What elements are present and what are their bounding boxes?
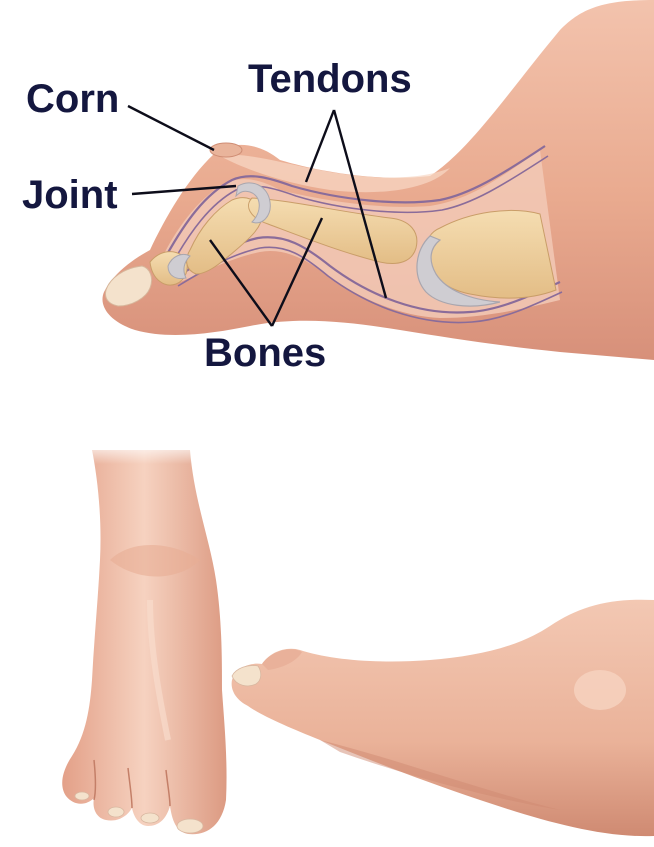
leg-fade (88, 440, 198, 464)
tendons-label: Tendons (248, 57, 412, 101)
foot-top-skin (62, 450, 226, 834)
ankle-bone-highlight (574, 670, 626, 710)
foot-side-view (232, 600, 654, 836)
foot-top-view (62, 440, 226, 834)
joint-label: Joint (22, 173, 118, 217)
bones-label: Bones (204, 331, 326, 375)
third-toenail (108, 807, 124, 817)
foot-side-skin (232, 600, 654, 836)
corn-label: Corn (26, 77, 119, 121)
hammer-toe-cutaway: Corn Tendons Joint Bones (22, 0, 654, 375)
second-toenail (141, 813, 159, 823)
corn-lesion (210, 143, 242, 157)
corn-leader (128, 106, 214, 150)
big-toenail (177, 819, 203, 833)
fourth-toenail (75, 792, 89, 800)
